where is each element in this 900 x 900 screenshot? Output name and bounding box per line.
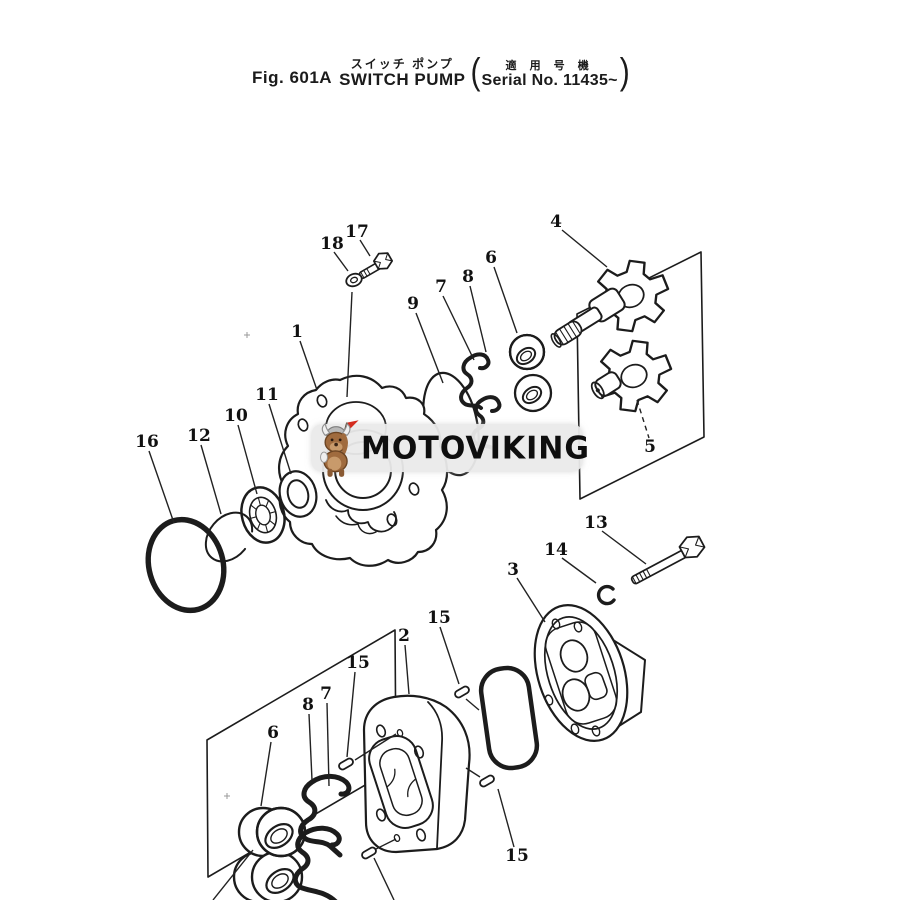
callout-7-bottom: 7 xyxy=(320,684,332,704)
part-14-washer xyxy=(596,584,616,606)
callout-6-top: 6 xyxy=(485,248,497,268)
part-6-plate-bottom xyxy=(232,806,307,900)
callout-18: 18 xyxy=(320,234,344,254)
part-12-snap-ring xyxy=(204,511,254,563)
registration-marks xyxy=(224,332,250,799)
figure-number: Fig. 601A xyxy=(252,68,333,87)
part-5-driven-gear xyxy=(586,330,682,422)
part-6-plate-top xyxy=(508,333,553,413)
callout-17: 17 xyxy=(345,222,369,242)
figure-title: Fig. 601A スイッチ ポンプ SWITCH PUMP ( 適 用 号 機… xyxy=(252,51,630,93)
part-15-pins xyxy=(338,685,495,860)
callout-16: 16 xyxy=(135,432,159,452)
callout-8-top: 8 xyxy=(462,267,474,287)
callout-15-c: 15 xyxy=(505,846,529,866)
callout-4: 4 xyxy=(550,212,562,232)
callout-11: 11 xyxy=(255,385,279,405)
assembly-centerline xyxy=(346,291,353,398)
callout-3: 3 xyxy=(507,560,519,580)
callout-6-bottom: 6 xyxy=(267,723,279,743)
title-japanese: スイッチ ポンプ xyxy=(350,57,454,71)
callout-7-top: 7 xyxy=(435,277,447,297)
callout-12: 12 xyxy=(187,426,211,446)
viking-dog-icon xyxy=(320,420,359,477)
watermark-pill: MOTOVIKING xyxy=(311,420,589,477)
paren-close: ) xyxy=(619,51,630,93)
serial-note-japanese: 適 用 号 機 xyxy=(505,60,594,72)
title-english: SWITCH PUMP xyxy=(339,70,466,89)
callout-8-bottom: 8 xyxy=(302,695,314,715)
part-7-8-springs-bottom xyxy=(292,773,352,900)
callout-15-b: 15 xyxy=(346,653,370,673)
part-10-bearing xyxy=(240,486,286,544)
callout-9-top: 9 xyxy=(407,294,419,314)
paren-open: ( xyxy=(470,51,481,93)
leader-lines xyxy=(148,229,650,900)
callout-15-a: 15 xyxy=(427,608,451,628)
part-4-drive-gear xyxy=(550,250,679,348)
callout-2: 2 xyxy=(398,626,410,646)
callout-1: 1 xyxy=(291,322,303,342)
callout-13: 13 xyxy=(584,513,608,533)
part-17-bolt xyxy=(358,252,394,280)
callout-14: 14 xyxy=(544,540,568,560)
watermark-brand: MOTOVIKING xyxy=(361,429,591,467)
part-2-pump-case xyxy=(362,694,471,854)
part-3-rear-cover xyxy=(533,604,646,742)
callout-5: 5 xyxy=(644,437,656,457)
part-9-oring-bottom xyxy=(478,665,540,771)
splined-shaft-end xyxy=(550,320,583,348)
callout-10: 10 xyxy=(224,406,248,426)
serial-number: Serial No. 11435~ xyxy=(481,72,618,89)
part-13-bolt xyxy=(630,535,706,585)
part-11-washer xyxy=(278,470,318,518)
part-16-oring xyxy=(145,516,227,614)
